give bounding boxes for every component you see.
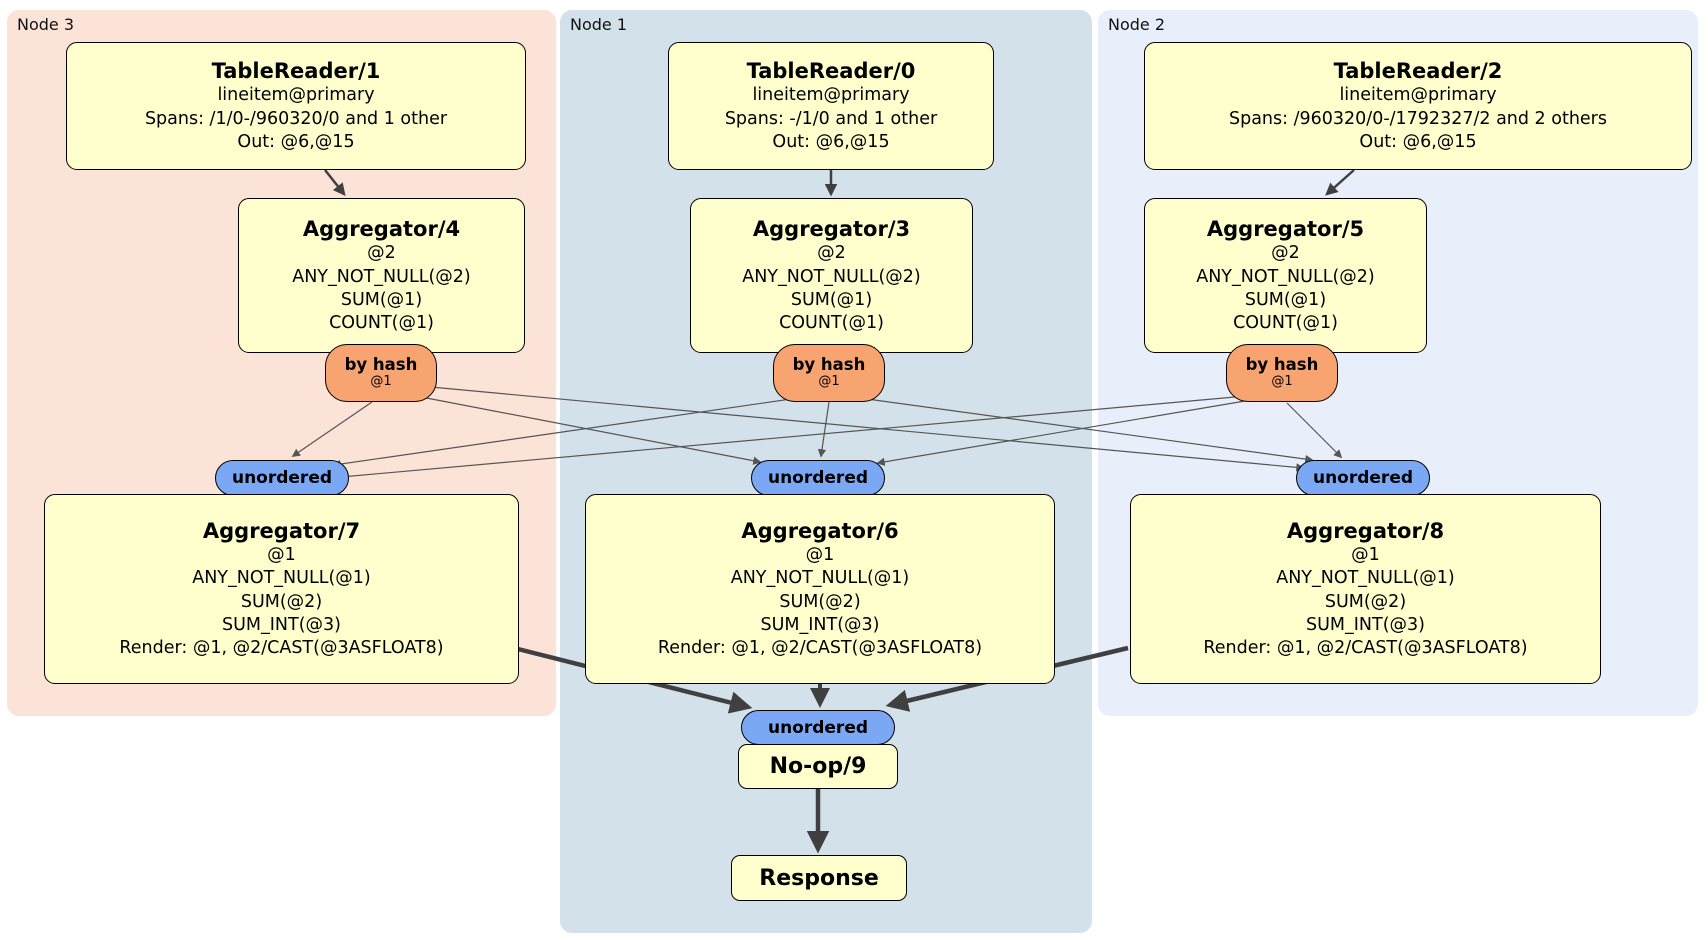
tablereader-1-spans: Spans: /1/0-/960320/0 and 1 other: [144, 108, 448, 129]
aggregator-8-fn: SUM_INT(@3): [1306, 614, 1425, 635]
aggregator-4-groupcols: @2: [367, 243, 396, 264]
tablereader-0-spans: Spans: -/1/0 and 1 other: [724, 108, 938, 129]
aggregator-7-fn: SUM_INT(@3): [222, 614, 341, 635]
aggregator-3-fn: COUNT(@1): [779, 312, 884, 333]
aggregator-5-fn: ANY_NOT_NULL(@2): [1196, 266, 1375, 287]
aggregator-3-fn: SUM(@1): [790, 289, 873, 310]
aggregator-5-fn: SUM(@1): [1244, 289, 1327, 310]
unordered-sync-label: unordered: [231, 468, 333, 488]
aggregator-4-fn: SUM(@1): [340, 289, 423, 310]
unordered-sync-node3: unordered: [215, 460, 349, 496]
aggregator-8-title: Aggregator/8: [1286, 519, 1445, 544]
aggregator-7-groupcols: @1: [267, 545, 296, 566]
panel-node-2-label: Node 2: [1108, 15, 1166, 34]
aggregator-3-groupcols: @2: [817, 243, 846, 264]
hash-router-node3: by hash @1: [325, 344, 437, 402]
aggregator-7-render: Render: @1, @2/CAST(@3ASFLOAT8): [119, 637, 444, 658]
unordered-sync-label: unordered: [1312, 468, 1414, 488]
panel-node-1-label: Node 1: [570, 15, 628, 34]
unordered-sync-final: unordered: [741, 710, 895, 745]
tablereader-0-index: lineitem@primary: [752, 85, 910, 106]
aggregator-4-title: Aggregator/4: [302, 217, 461, 242]
tablereader-0-box: TableReader/0 lineitem@primary Spans: -/…: [668, 42, 994, 170]
tablereader-0-out: Out: @6,@15: [772, 131, 890, 152]
unordered-sync-label: unordered: [767, 468, 869, 488]
tablereader-2-spans: Spans: /960320/0-/1792327/2 and 2 others: [1228, 108, 1607, 129]
noop-9-title: No-op/9: [769, 754, 867, 779]
aggregator-8-box: Aggregator/8 @1 ANY_NOT_NULL(@1) SUM(@2)…: [1130, 494, 1601, 684]
aggregator-8-fn: ANY_NOT_NULL(@1): [1276, 568, 1455, 589]
hash-router-label: by hash: [1245, 355, 1319, 375]
hash-router-key: @1: [370, 374, 392, 390]
aggregator-8-render: Render: @1, @2/CAST(@3ASFLOAT8): [1203, 637, 1528, 658]
unordered-sync-node2: unordered: [1296, 460, 1430, 496]
tablereader-1-out: Out: @6,@15: [237, 131, 355, 152]
aggregator-6-groupcols: @1: [805, 545, 835, 566]
aggregator-8-groupcols: @1: [1351, 545, 1380, 566]
aggregator-5-groupcols: @2: [1271, 243, 1300, 264]
aggregator-6-fn: ANY_NOT_NULL(@1): [730, 568, 910, 589]
aggregator-8-fn: SUM(@2): [1324, 591, 1407, 612]
response-title: Response: [759, 865, 879, 891]
aggregator-6-fn: SUM(@2): [779, 591, 861, 612]
tablereader-2-index: lineitem@primary: [1339, 85, 1497, 106]
aggregator-7-box: Aggregator/7 @1 ANY_NOT_NULL(@1) SUM(@2)…: [44, 494, 519, 684]
hash-router-node1: by hash @1: [773, 344, 885, 402]
hash-router-node2: by hash @1: [1226, 344, 1338, 402]
aggregator-7-title: Aggregator/7: [202, 519, 361, 544]
unordered-sync-label: unordered: [767, 717, 869, 738]
aggregator-3-title: Aggregator/3: [752, 217, 911, 242]
tablereader-1-index: lineitem@primary: [217, 85, 375, 106]
aggregator-4-fn: ANY_NOT_NULL(@2): [292, 266, 471, 287]
aggregator-5-box: Aggregator/5 @2 ANY_NOT_NULL(@2) SUM(@1)…: [1144, 198, 1427, 353]
panel-node-3-label: Node 3: [17, 15, 75, 34]
aggregator-6-box: Aggregator/6 @1 ANY_NOT_NULL(@1) SUM(@2)…: [585, 494, 1055, 684]
aggregator-4-box: Aggregator/4 @2 ANY_NOT_NULL(@2) SUM(@1)…: [238, 198, 525, 353]
tablereader-1-title: TableReader/1: [211, 59, 381, 84]
hash-router-key: @1: [1271, 374, 1293, 390]
aggregator-7-fn: SUM(@2): [240, 591, 323, 612]
aggregator-5-title: Aggregator/5: [1206, 217, 1365, 242]
aggregator-6-render: Render: @1, @2/CAST(@3ASFLOAT8): [657, 637, 983, 658]
response-box: Response: [731, 855, 907, 901]
noop-9-box: No-op/9: [738, 744, 898, 789]
tablereader-2-title: TableReader/2: [1333, 59, 1503, 84]
tablereader-2-out: Out: @6,@15: [1359, 131, 1477, 152]
unordered-sync-node1: unordered: [751, 460, 885, 496]
tablereader-1-box: TableReader/1 lineitem@primary Spans: /1…: [66, 42, 526, 170]
hash-router-label: by hash: [344, 355, 418, 375]
aggregator-7-fn: ANY_NOT_NULL(@1): [192, 568, 371, 589]
aggregator-6-title: Aggregator/6: [741, 519, 899, 544]
hash-router-key: @1: [818, 374, 840, 390]
aggregator-6-fn: SUM_INT(@3): [760, 614, 880, 635]
aggregator-3-fn: ANY_NOT_NULL(@2): [742, 266, 921, 287]
aggregator-5-fn: COUNT(@1): [1233, 312, 1338, 333]
aggregator-4-fn: COUNT(@1): [329, 312, 434, 333]
hash-router-label: by hash: [792, 355, 866, 375]
aggregator-3-box: Aggregator/3 @2 ANY_NOT_NULL(@2) SUM(@1)…: [690, 198, 973, 353]
tablereader-0-title: TableReader/0: [746, 59, 916, 84]
tablereader-2-box: TableReader/2 lineitem@primary Spans: /9…: [1144, 42, 1692, 170]
